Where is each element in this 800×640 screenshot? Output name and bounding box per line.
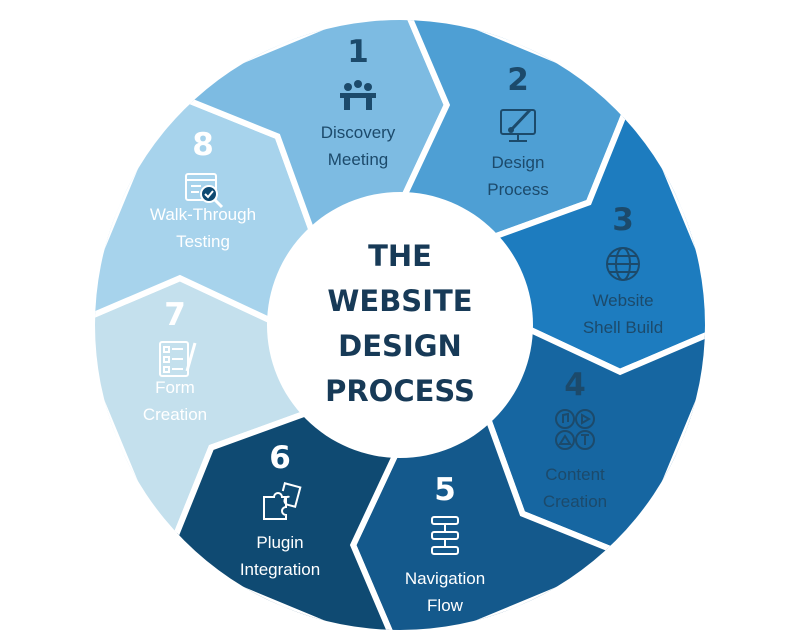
step-label-line1: Walk-Through xyxy=(150,205,256,224)
step-number: 7 xyxy=(164,297,186,333)
title-line-1: THE xyxy=(368,239,432,273)
step-label-line2: Creation xyxy=(543,492,607,511)
step-number: 6 xyxy=(269,440,291,476)
design-monitor-icon xyxy=(500,108,536,142)
globe-icon xyxy=(606,247,640,281)
step-number: 8 xyxy=(192,127,214,163)
step-number: 1 xyxy=(347,34,369,70)
flowchart-icon xyxy=(431,516,459,555)
meeting-icon xyxy=(340,80,376,110)
step-label-line1: Design xyxy=(492,153,545,172)
title-line-3: DESIGN xyxy=(338,329,462,363)
testing-icon xyxy=(185,173,224,209)
step-label-line2: Creation xyxy=(143,405,207,424)
puzzle-icon xyxy=(263,482,302,520)
center-title: THE WEBSITE DESIGN PROCESS xyxy=(325,239,475,408)
step-label-line2: Shell Build xyxy=(583,318,663,337)
step-label-line1: Content xyxy=(545,465,605,484)
step-label-line2: Process xyxy=(487,180,548,199)
step-label-line2: Flow xyxy=(427,596,464,615)
step-number: 4 xyxy=(564,367,586,403)
form-icon xyxy=(159,341,197,377)
title-line-4: PROCESS xyxy=(325,374,475,408)
center-circle xyxy=(267,192,533,458)
step-label-line2: Integration xyxy=(240,560,320,579)
step-label-line1: Plugin xyxy=(256,533,303,552)
step-label-line1: Discovery xyxy=(321,123,396,142)
step-label-line1: Website xyxy=(592,291,653,310)
title-line-2: WEBSITE xyxy=(327,284,472,318)
step-number: 5 xyxy=(434,472,456,508)
step-number: 3 xyxy=(612,202,634,238)
step-label-line1: Navigation xyxy=(405,569,485,588)
step-label-line2: Meeting xyxy=(328,150,388,169)
step-number: 2 xyxy=(507,62,529,98)
step-label-line1: Form xyxy=(155,378,195,397)
media-icon xyxy=(555,409,595,450)
step-label-line2: Testing xyxy=(176,232,230,251)
